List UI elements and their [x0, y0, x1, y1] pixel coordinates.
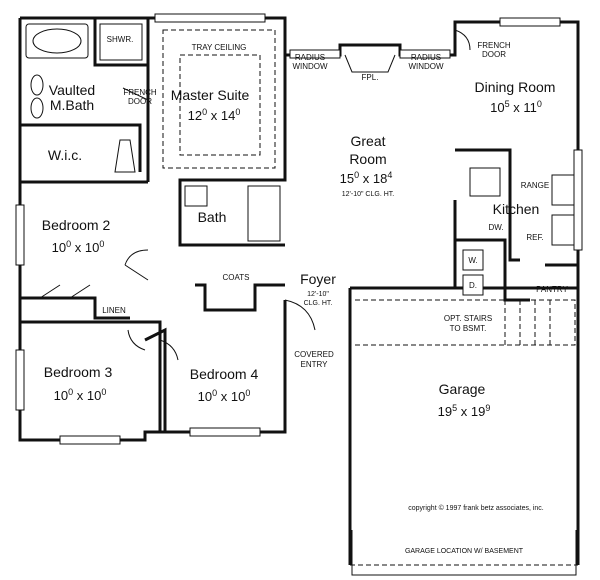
master-suite-label: Master Suite — [171, 87, 250, 103]
toilet-icon — [114, 139, 136, 173]
french-door-master-label-2: DOOR — [128, 97, 152, 106]
doors — [39, 29, 471, 361]
sink-icon — [469, 167, 501, 197]
foyer-ceiling: 12'-10" — [307, 291, 329, 298]
great-room-label: Great — [350, 133, 385, 149]
range-label: RANGE — [521, 181, 549, 190]
garage-location-note: GARAGE LOCATION W/ BASEMENT — [405, 548, 524, 555]
refrigerator-label: REF. — [526, 233, 543, 242]
radius-window-right-label-2: WINDOW — [408, 62, 444, 71]
bedroom-2-dims: 100 x 100 — [52, 239, 105, 255]
opt-stairs-label-2: TO BSMT. — [450, 324, 487, 333]
great-room-dims: 150 x 184 — [340, 170, 393, 186]
garage-label: Garage — [439, 381, 486, 397]
bedroom-4-dims: 100 x 100 — [198, 388, 251, 404]
tray-ceiling-outline — [162, 29, 276, 169]
bedroom-2-label: Bedroom 2 — [42, 217, 111, 233]
coats-label: COATS — [223, 273, 250, 282]
kitchen-fixtures — [462, 167, 575, 296]
dishwasher-label: DW. — [488, 223, 503, 232]
tray-ceiling-label: TRAY CEILING — [192, 43, 247, 52]
shower-label: SHWR. — [107, 35, 134, 44]
door-bedroom3 — [127, 329, 146, 351]
fridge-icon — [551, 214, 575, 246]
master-suite-dims: 120 x 140 — [188, 107, 241, 123]
windows — [15, 13, 583, 445]
closet-doors-bedroom2 — [39, 284, 91, 299]
dining-room-dims: 105 x 110 — [490, 99, 542, 115]
bedroom-3-label: Bedroom 3 — [44, 364, 113, 380]
door-bedroom2 — [124, 249, 149, 281]
tub-icon — [247, 185, 281, 242]
french-door-master-label: FRENCH — [123, 88, 157, 97]
bedroom-4-label: Bedroom 4 — [190, 366, 259, 382]
covered-entry-label-2: ENTRY — [301, 360, 329, 369]
dryer-label: D. — [469, 281, 477, 290]
fireplace-label: FPL. — [362, 73, 379, 82]
dryer-icon — [462, 274, 484, 296]
foyer-ceiling-2: CLG. HT. — [304, 300, 333, 307]
copyright-text: copyright © 1997 frank betz associates, … — [408, 504, 544, 512]
hall-bath-fixtures — [184, 185, 281, 242]
shower-icon — [99, 23, 143, 61]
french-door-dining-label-2: DOOR — [482, 50, 506, 59]
sink-icon — [184, 185, 208, 207]
sink-icon — [30, 74, 44, 96]
french-door-dining-label: FRENCH — [477, 41, 511, 50]
stairs — [355, 299, 576, 346]
radius-window-left-label: RADIUS — [295, 53, 325, 62]
french-door-master — [122, 87, 149, 101]
door-bedroom4 — [159, 339, 179, 361]
french-door-dining — [454, 29, 471, 51]
wic-label: W.i.c. — [48, 147, 82, 163]
tray-ceiling-inner — [179, 54, 261, 156]
foyer-label: Foyer — [300, 271, 336, 287]
master-bath-fixtures — [25, 23, 143, 173]
vaulted-bath-label: Vaulted — [49, 82, 95, 98]
front-door — [284, 299, 316, 331]
dining-room-label: Dining Room — [475, 79, 556, 95]
range-icon — [551, 174, 575, 206]
interior-walls — [20, 18, 578, 432]
great-room-label-2: Room — [349, 151, 386, 167]
sink-icon — [30, 97, 44, 119]
pantry-label: PANTRY — [536, 285, 568, 294]
bath-label: Bath — [198, 209, 227, 225]
bedroom-3-dims: 100 x 100 — [54, 387, 107, 403]
radius-window-left-label-2: WINDOW — [292, 62, 328, 71]
fireplace-icon — [344, 54, 396, 73]
great-room-ceiling: 12'-10" CLG. HT. — [342, 191, 395, 198]
opt-stairs-label: OPT. STAIRS — [444, 314, 492, 323]
radius-window-right-label: RADIUS — [411, 53, 441, 62]
washer-icon — [462, 249, 484, 271]
vaulted-bath-label-2: M.Bath — [50, 97, 94, 113]
washer-label: W. — [468, 256, 477, 265]
covered-entry-label: COVERED — [294, 350, 334, 359]
linen-label: LINEN — [102, 306, 126, 315]
kitchen-label: Kitchen — [493, 201, 540, 217]
garage-dims: 195 x 199 — [438, 403, 491, 419]
